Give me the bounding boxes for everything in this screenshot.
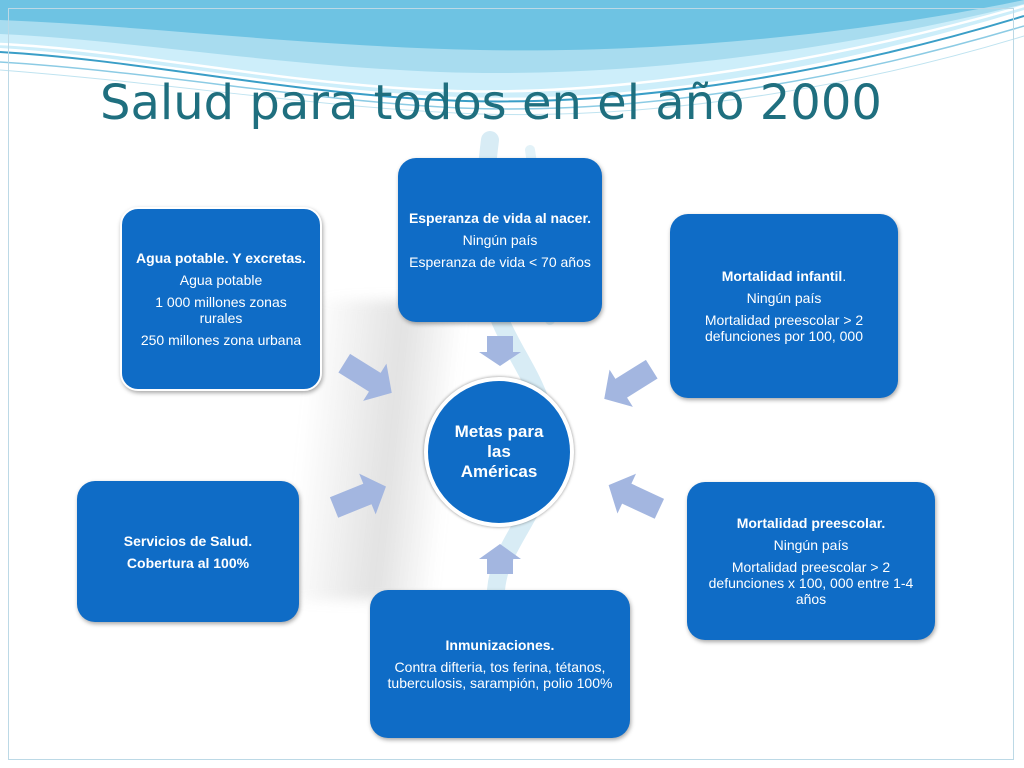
- box-agua-line: 1 000 millones zonas rurales: [155, 294, 287, 326]
- arrow-diagonal-topright-icon: [604, 359, 658, 407]
- box-agua-line: 250 millones zona urbana: [140, 332, 302, 348]
- box-servicios-line: Cobertura al 100%: [126, 554, 250, 571]
- box-servicios-title: Servicios de Salud.: [123, 532, 253, 549]
- box-mortalidad-infantil: Mortalidad infantil. Ningún país Mortali…: [670, 214, 898, 398]
- box-inmunizaciones-title: Inmunizaciones.: [445, 637, 555, 653]
- box-inmunizaciones: Inmunizaciones. Contra difteria, tos fer…: [370, 590, 630, 738]
- box-esperanza-line: Ningún país: [462, 232, 538, 248]
- box-agua-potable: Agua potable. Y excretas. Agua potable 1…: [120, 207, 322, 391]
- box-mortalidad-preescolar: Mortalidad preescolar. Ningún país Morta…: [687, 482, 935, 640]
- box-agua-line: Agua potable: [179, 272, 263, 288]
- box-esperanza-line: Esperanza de vida < 70 años: [409, 254, 591, 270]
- slide-title: Salud para todos en el año 2000: [100, 75, 882, 131]
- box-inmunizaciones-line: Contra difteria, tos ferina, tétanos, tu…: [387, 659, 613, 691]
- box-infantil-line: Ningún país: [746, 290, 822, 306]
- box-preescolar-line: Ningún país: [773, 537, 849, 553]
- box-preescolar-line: Mortalidad preescolar > 2 defunciones x …: [708, 559, 914, 607]
- center-label: Metas para las Américas: [454, 422, 544, 481]
- box-esperanza-de-vida: Esperanza de vida al nacer. Ningún país …: [398, 158, 602, 322]
- box-agua-title: Agua potable. Y excretas.: [136, 250, 306, 266]
- header-wave-decoration: [0, 0, 1024, 116]
- box-infantil-title: Mortalidad infantil: [721, 268, 843, 284]
- box-infantil-line: Mortalidad preescolar > 2 defunciones po…: [704, 312, 864, 344]
- box-servicios-de-salud: Servicios de Salud. Cobertura al 100%: [77, 481, 299, 622]
- box-preescolar-title: Mortalidad preescolar.: [736, 515, 886, 531]
- box-esperanza-title: Esperanza de vida al nacer.: [408, 210, 592, 226]
- arrow-diagonal-bottomright-icon: [608, 473, 665, 519]
- center-goal-circle: Metas para las Américas: [424, 377, 574, 527]
- box-infantil-heading: Mortalidad infantil.: [680, 268, 888, 284]
- box-infantil-title-suffix: .: [842, 268, 847, 284]
